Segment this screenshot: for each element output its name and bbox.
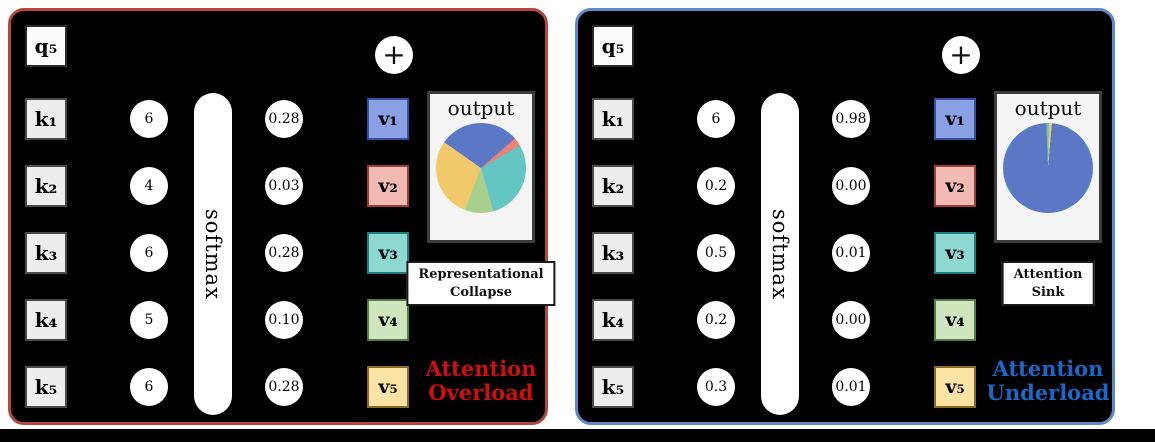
caption-bar	[0, 429, 1155, 442]
query-box: q₅	[592, 25, 634, 67]
score-circle: 0.3	[697, 368, 735, 406]
key-box-k3: k₃	[592, 232, 634, 274]
value-box-v4: v₄	[934, 299, 976, 341]
key-box-k5: k₅	[25, 366, 67, 408]
score-circle: 6	[130, 368, 168, 406]
plus-icon: +	[375, 36, 413, 74]
prob-circle: 0.01	[832, 368, 870, 406]
output-label: output	[447, 96, 515, 120]
score-circle: 4	[130, 167, 168, 205]
prob-circle: 0.01	[832, 234, 870, 272]
softmax-label: softmax	[768, 208, 792, 300]
output-box: output	[994, 91, 1102, 243]
attention-row: k₅ 6 0.28 v₅	[11, 366, 545, 408]
key-box-k5: k₅	[592, 366, 634, 408]
attention-row: k₁ 6 0.98 v₁	[578, 98, 1112, 140]
annotation-attention-sink: Attention Sink	[1001, 261, 1095, 307]
prob-circle: 0.28	[265, 100, 303, 138]
prob-circle: 0.28	[265, 368, 303, 406]
key-box-k1: k₁	[25, 98, 67, 140]
score-circle: 6	[130, 234, 168, 272]
score-circle: 0.5	[697, 234, 735, 272]
attention-row: k₃ 6 0.28 v₃	[11, 232, 545, 274]
key-box-k4: k₄	[25, 299, 67, 341]
panel-attention-overload: q₅ + softmax k₁ 6 0.28 v₁ k₂ 4 0.03 v₂ k…	[8, 8, 556, 425]
prob-circle: 0.00	[832, 301, 870, 339]
score-circle: 6	[130, 100, 168, 138]
value-box-v3: v₃	[934, 232, 976, 274]
prob-circle: 0.98	[832, 100, 870, 138]
key-box-k3: k₃	[25, 232, 67, 274]
score-circle: 6	[697, 100, 735, 138]
output-pie-chart	[1003, 123, 1093, 213]
value-box-v5: v₅	[367, 366, 409, 408]
attention-row: k₂ 0.2 0.00 v₂	[578, 165, 1112, 207]
value-box-v5: v₅	[934, 366, 976, 408]
key-box-k2: k₂	[25, 165, 67, 207]
key-box-k4: k₄	[592, 299, 634, 341]
key-box-k1: k₁	[592, 98, 634, 140]
output-label: output	[1014, 96, 1082, 120]
attention-row: k₅ 0.3 0.01 v₅	[578, 366, 1112, 408]
attention-row: k₄ 0.2 0.00 v₄	[578, 299, 1112, 341]
softmax-pill: softmax	[194, 93, 232, 415]
prob-circle: 0.03	[265, 167, 303, 205]
attention-row: k₁ 6 0.28 v₁	[11, 98, 545, 140]
panel-caption-overload: Attention Overload	[425, 356, 537, 406]
output-box: output	[427, 91, 535, 243]
score-circle: 0.2	[697, 301, 735, 339]
value-box-v2: v₂	[934, 165, 976, 207]
plus-icon: +	[942, 36, 980, 74]
value-box-v1: v₁	[367, 98, 409, 140]
score-circle: 0.2	[697, 167, 735, 205]
attention-row: k₂ 4 0.03 v₂	[11, 165, 545, 207]
panel-attention-underload: q₅ + softmax k₁ 6 0.98 v₁ k₂ 0.2 0.00 v₂…	[575, 8, 1115, 425]
prob-circle: 0.10	[265, 301, 303, 339]
annotation-representational-collapse: Representational Collapse	[406, 261, 556, 307]
panel-caption-underload: Attention Underload	[986, 356, 1110, 406]
value-box-v2: v₂	[367, 165, 409, 207]
value-box-v4: v₄	[367, 299, 409, 341]
softmax-label: softmax	[201, 208, 225, 300]
score-circle: 5	[130, 301, 168, 339]
value-box-v1: v₁	[934, 98, 976, 140]
softmax-pill: softmax	[761, 93, 799, 415]
prob-circle: 0.00	[832, 167, 870, 205]
prob-circle: 0.28	[265, 234, 303, 272]
attention-row: k₄ 5 0.10 v₄	[11, 299, 545, 341]
query-box: q₅	[25, 25, 67, 67]
key-box-k2: k₂	[592, 165, 634, 207]
attention-row: k₃ 0.5 0.01 v₃	[578, 232, 1112, 274]
value-box-v3: v₃	[367, 232, 409, 274]
output-pie-chart	[436, 123, 526, 213]
